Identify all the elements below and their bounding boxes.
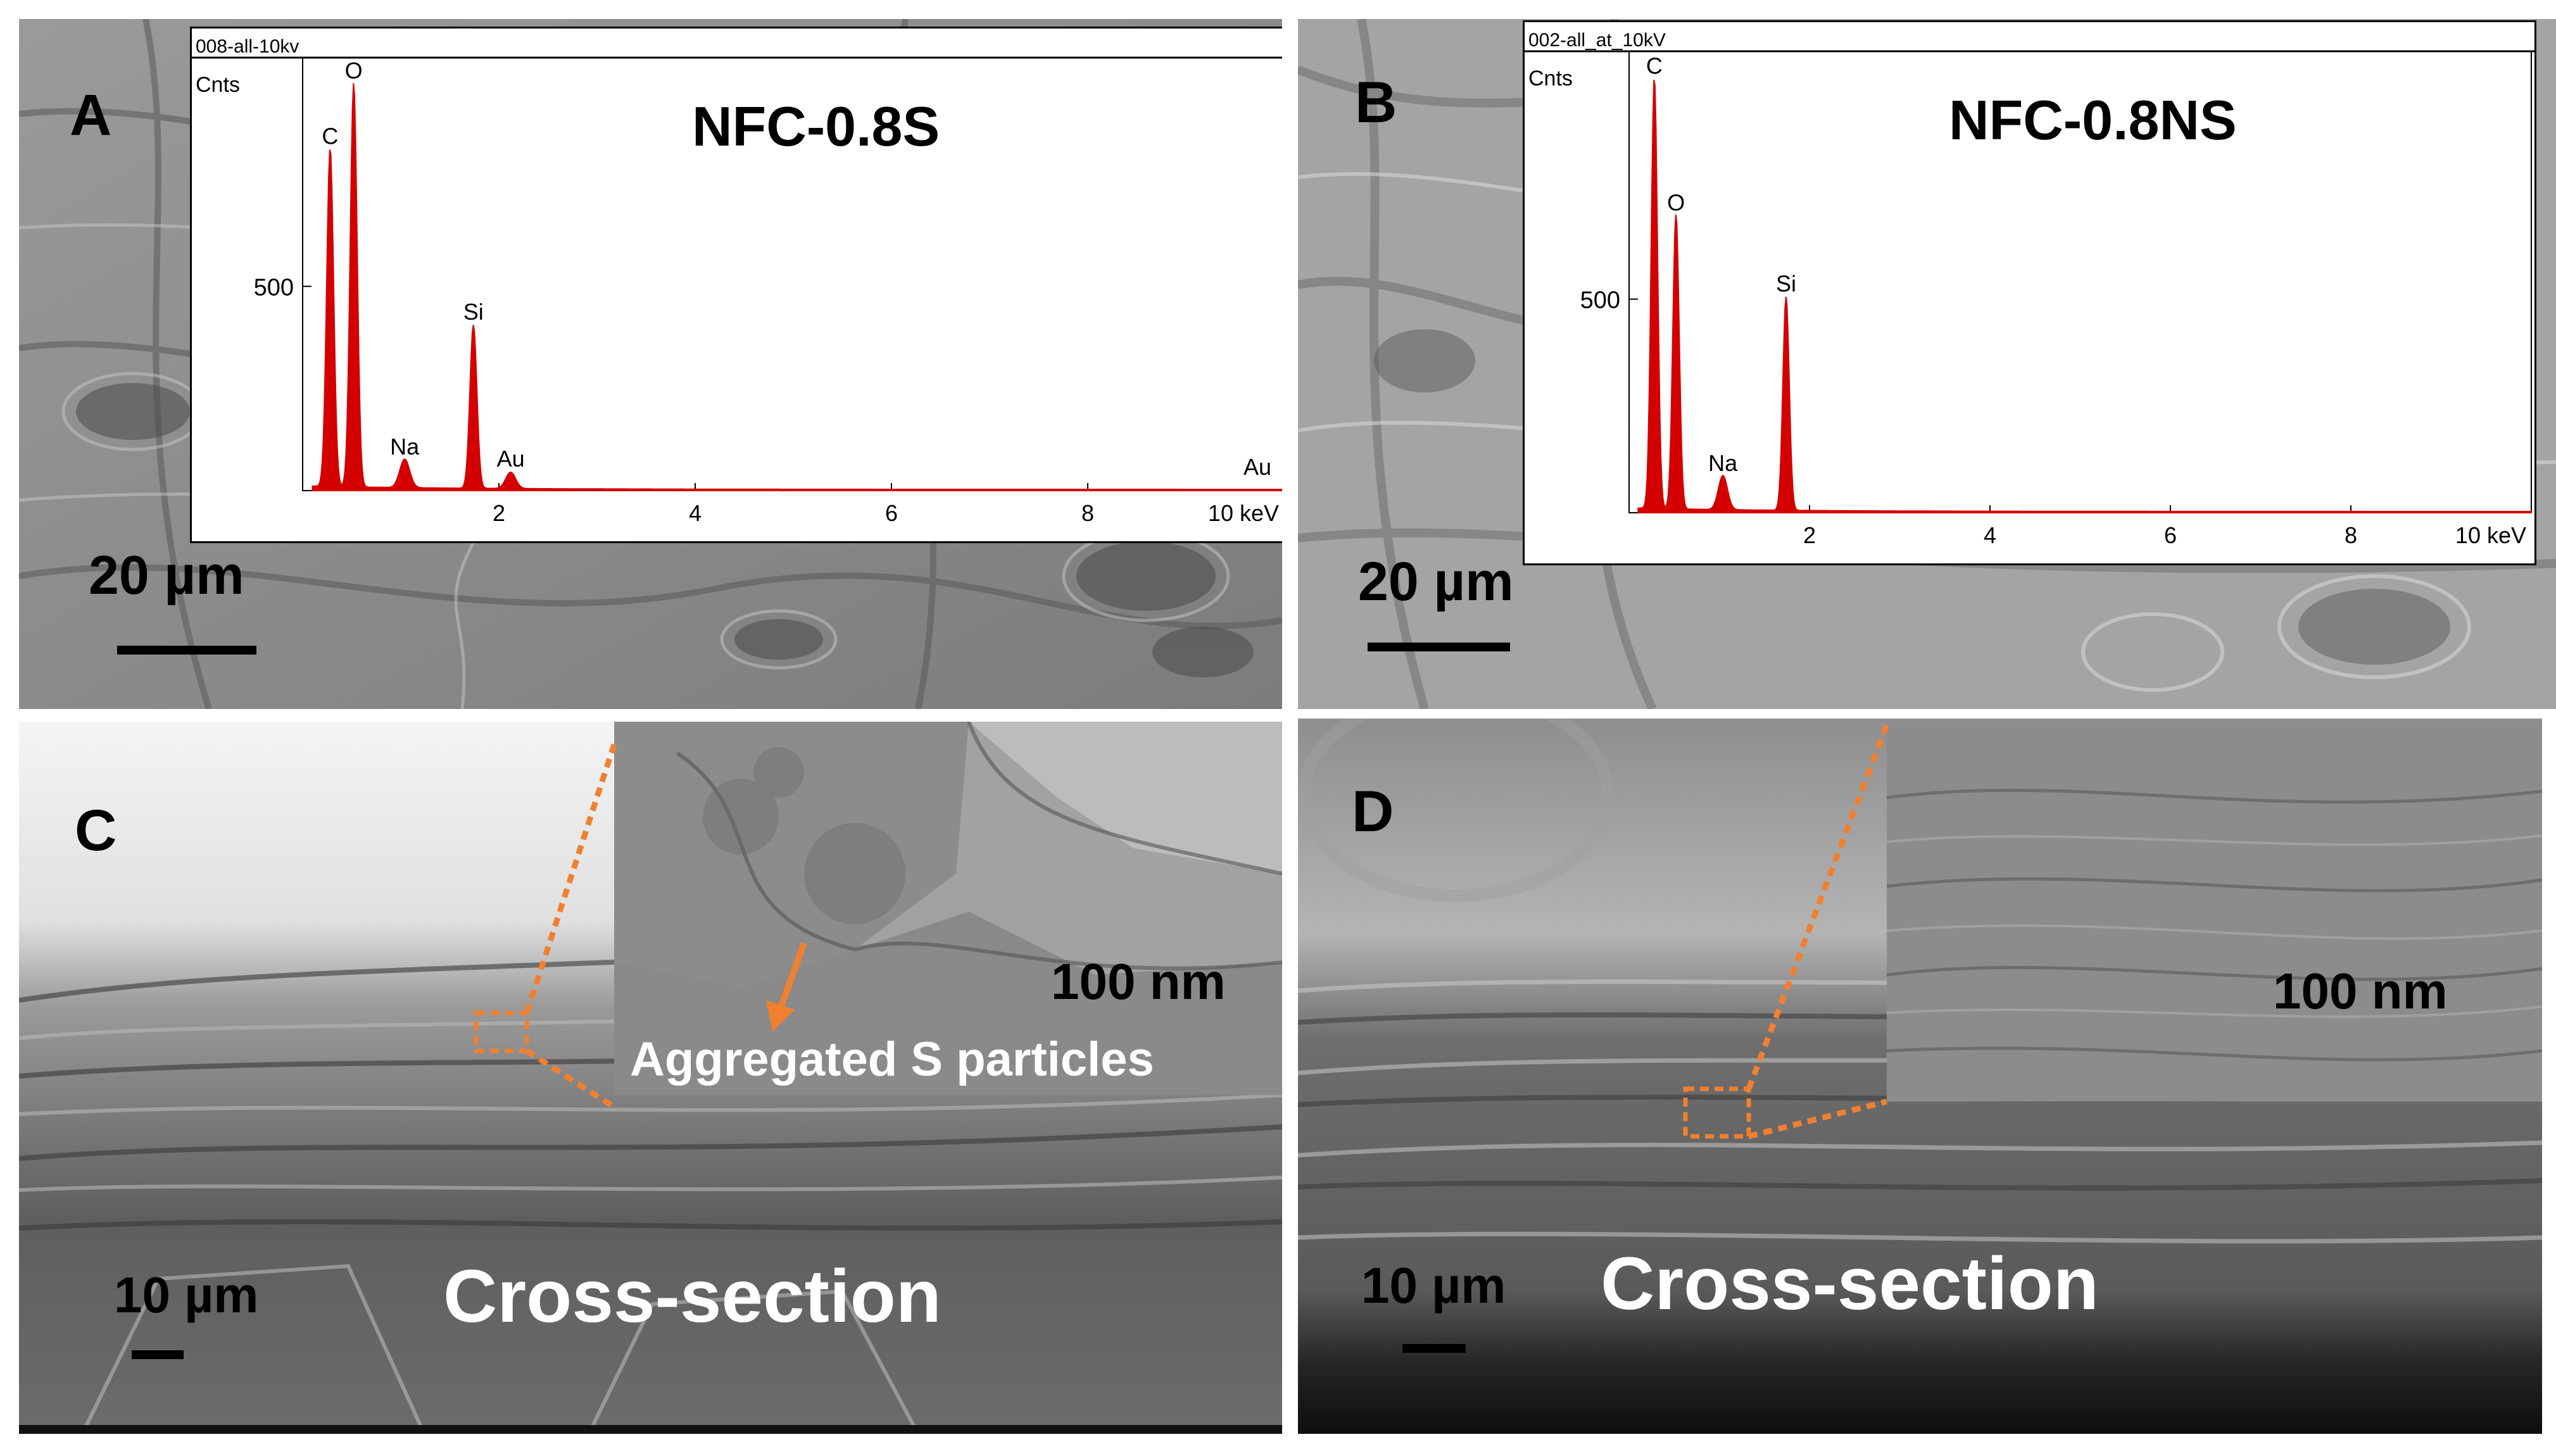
eds-sample-title-b: NFC-0.8NS	[1949, 89, 2237, 151]
zoom-guide-line-c-top	[524, 739, 619, 1014]
eds-header-a: 008-all-10kv	[196, 36, 299, 57]
panel-c-sem-cross-section: C 100 nm Aggregated S particles 10 µm Cr…	[19, 722, 1282, 1434]
eds-peak-label-b-o: O	[1667, 189, 1685, 215]
annotation-arrow-shaft-c	[776, 942, 807, 1014]
inset-scale-label-c: 100 nm	[1051, 953, 1226, 1010]
inset-zoom-d	[1887, 722, 2542, 1101]
inset-scale-label-d: 100 nm	[2273, 963, 2448, 1019]
eds-xtick-label-a-4: 4	[689, 500, 702, 526]
panel-d-sem-cross-section: D 100 nm 10 µm Cross-section	[1298, 719, 2542, 1434]
eds-spectrum-trace-a	[312, 83, 1282, 491]
panel-label-b: B	[1355, 70, 1397, 135]
eds-spectrum-trace-b	[1637, 79, 2532, 513]
inset-texture-c	[614, 722, 1282, 1095]
eds-peak-label-a-au-m: Au	[1243, 454, 1271, 480]
eds-ylabel-a: Cnts	[196, 73, 240, 97]
eds-xtick-label-b-8: 8	[2345, 522, 2357, 548]
eds-ytick-label-b: 500	[1580, 287, 1620, 314]
eds-peak-label-b-na: Na	[1708, 450, 1738, 476]
eds-peak-label-a-si: Si	[463, 299, 484, 325]
scale-bar-b	[1368, 643, 1510, 651]
scale-bar-label-b: 20 µm	[1358, 551, 1514, 612]
eds-peak-label-a-na: Na	[390, 434, 420, 460]
eds-xtick-label-a-2: 2	[493, 500, 505, 526]
scale-bar-label-c: 10 µm	[114, 1267, 259, 1323]
annotation-label-c: Aggregated S particles	[630, 1032, 1154, 1086]
eds-xtick-label-b-10: 10 keV	[2455, 522, 2526, 548]
zoom-guide-line-d-bottom	[1747, 1098, 1888, 1139]
eds-peak-label-a-o: O	[345, 58, 363, 84]
scale-bar-label-d: 10 µm	[1361, 1257, 1506, 1314]
eds-ylabel-b: Cnts	[1528, 66, 1573, 91]
zoom-guide-line-d-top	[1746, 724, 1890, 1090]
zoom-region-c	[474, 1010, 529, 1053]
eds-xtick-label-b-4: 4	[1984, 522, 1996, 548]
zoom-region-d	[1683, 1086, 1751, 1139]
annotation-arrow-head-c	[766, 1000, 795, 1032]
panel-label-a: A	[70, 83, 112, 147]
eds-xtick-label-a-6: 6	[885, 500, 898, 526]
zoom-guides-d	[1683, 724, 1890, 1139]
eds-xtick-label-b-6: 6	[2164, 522, 2177, 548]
eds-sample-title-a: NFC-0.8S	[692, 95, 940, 158]
scale-bar-d	[1402, 1344, 1466, 1353]
inset-zoom-c	[614, 722, 1282, 1095]
zoom-guides-c	[474, 739, 807, 1110]
eds-peak-label-a-c: C	[322, 123, 338, 149]
zoom-guide-line-c-bottom	[525, 1048, 617, 1110]
panel-label-c: C	[75, 798, 117, 863]
eds-ytick-label-a: 500	[254, 274, 294, 301]
eds-xtick-label-a-10: 10 keV	[1208, 500, 1279, 526]
caption-cross-section-d: Cross-section	[1601, 1242, 2099, 1326]
inset-texture-d	[1887, 722, 2542, 1101]
eds-peak-label-a-au: Au	[497, 446, 525, 472]
eds-header-b: 002-all_at_10kV	[1528, 30, 1666, 51]
scale-bar-a	[117, 646, 256, 655]
eds-peak-label-b-si: Si	[1776, 271, 1796, 297]
eds-xtick-label-a-8: 8	[1081, 500, 1094, 526]
eds-peak-label-b-c: C	[1646, 53, 1663, 78]
scale-bar-label-a: 20 µm	[89, 545, 244, 606]
scale-bar-c	[132, 1350, 184, 1359]
eds-xtick-label-b-2: 2	[1803, 522, 1816, 548]
caption-cross-section-c: Cross-section	[443, 1255, 941, 1338]
panel-label-d: D	[1352, 779, 1394, 844]
